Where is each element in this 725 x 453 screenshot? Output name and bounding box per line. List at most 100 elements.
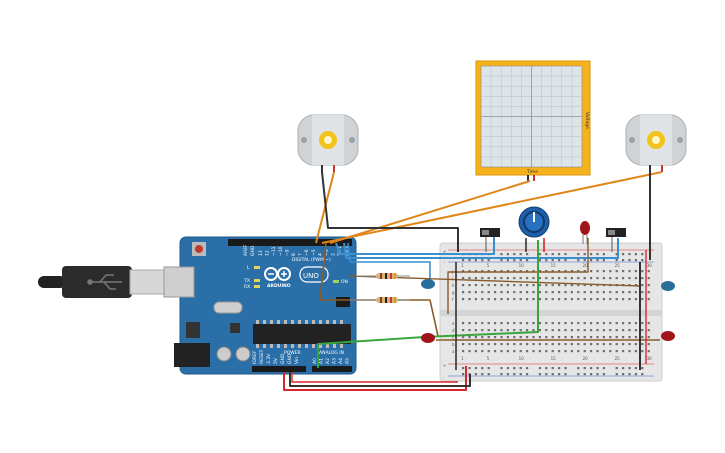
breadboard-rail-hole[interactable] <box>462 367 465 370</box>
oscilloscope[interactable]: Time Voltage <box>475 60 591 181</box>
breadboard-hole[interactable] <box>526 291 529 294</box>
breadboard-hole[interactable] <box>462 298 465 301</box>
breadboard-hole[interactable] <box>481 343 484 346</box>
breadboard-rail-hole[interactable] <box>634 373 637 376</box>
breadboard-rail-hole[interactable] <box>583 253 586 256</box>
breadboard-hole[interactable] <box>596 343 599 346</box>
breadboard-hole[interactable] <box>564 329 567 332</box>
breadboard-hole[interactable] <box>647 329 650 332</box>
breadboard-hole[interactable] <box>506 329 509 332</box>
breadboard-rail-hole[interactable] <box>526 373 529 376</box>
breadboard-hole[interactable] <box>583 270 586 273</box>
breadboard-rail-hole[interactable] <box>538 367 541 370</box>
breadboard-rail-hole[interactable] <box>468 367 471 370</box>
breadboard-hole[interactable] <box>628 322 631 325</box>
breadboard-rail-hole[interactable] <box>564 373 567 376</box>
breadboard-hole[interactable] <box>590 298 593 301</box>
breadboard-hole[interactable] <box>570 270 573 273</box>
breadboard-hole[interactable] <box>564 284 567 287</box>
breadboard-rail-hole[interactable] <box>481 259 484 262</box>
breadboard-hole[interactable] <box>532 343 535 346</box>
breadboard-rail-hole[interactable] <box>487 259 490 262</box>
breadboard-rail-hole[interactable] <box>558 259 561 262</box>
breadboard-hole[interactable] <box>564 350 567 353</box>
breadboard-hole[interactable] <box>519 284 522 287</box>
breadboard-hole[interactable] <box>519 343 522 346</box>
dc-motor-left[interactable] <box>297 114 359 172</box>
breadboard-rail-hole[interactable] <box>590 367 593 370</box>
breadboard-rail-hole[interactable] <box>500 253 503 256</box>
breadboard-hole[interactable] <box>615 350 618 353</box>
breadboard-rail-hole[interactable] <box>538 253 541 256</box>
breadboard-hole[interactable] <box>634 291 637 294</box>
breadboard-hole[interactable] <box>538 343 541 346</box>
breadboard-hole[interactable] <box>474 284 477 287</box>
breadboard-hole[interactable] <box>532 284 535 287</box>
breadboard-hole[interactable] <box>474 336 477 339</box>
breadboard-hole[interactable] <box>506 284 509 287</box>
breadboard-hole[interactable] <box>634 329 637 332</box>
breadboard-rail-hole[interactable] <box>628 367 631 370</box>
breadboard-hole[interactable] <box>647 322 650 325</box>
breadboard-hole[interactable] <box>551 322 554 325</box>
breadboard-hole[interactable] <box>462 336 465 339</box>
breadboard-hole[interactable] <box>622 322 625 325</box>
breadboard-hole[interactable] <box>609 277 612 280</box>
breadboard-hole[interactable] <box>513 329 516 332</box>
breadboard-hole[interactable] <box>570 277 573 280</box>
breadboard-hole[interactable] <box>615 329 618 332</box>
breadboard-hole[interactable] <box>647 291 650 294</box>
breadboard-rail-hole[interactable] <box>551 253 554 256</box>
breadboard-hole[interactable] <box>634 277 637 280</box>
breadboard-hole[interactable] <box>474 291 477 294</box>
breadboard-rail-hole[interactable] <box>622 259 625 262</box>
breadboard-hole[interactable] <box>481 329 484 332</box>
breadboard-hole[interactable] <box>577 329 580 332</box>
breadboard-hole[interactable] <box>519 322 522 325</box>
breadboard-rail-hole[interactable] <box>545 373 548 376</box>
breadboard-rail-hole[interactable] <box>545 367 548 370</box>
breadboard-hole[interactable] <box>545 329 548 332</box>
breadboard-hole[interactable] <box>590 322 593 325</box>
breadboard-hole[interactable] <box>628 270 631 273</box>
breadboard-rail-hole[interactable] <box>519 367 522 370</box>
breadboard-hole[interactable] <box>590 329 593 332</box>
breadboard-hole[interactable] <box>558 270 561 273</box>
breadboard-hole[interactable] <box>468 270 471 273</box>
led-red-top[interactable] <box>580 221 590 244</box>
breadboard-hole[interactable] <box>558 298 561 301</box>
breadboard-hole[interactable] <box>462 277 465 280</box>
breadboard-hole[interactable] <box>487 277 490 280</box>
breadboard-hole[interactable] <box>577 284 580 287</box>
breadboard-hole[interactable] <box>551 336 554 339</box>
breadboard-hole[interactable] <box>468 343 471 346</box>
breadboard-rail-hole[interactable] <box>583 367 586 370</box>
breadboard-hole[interactable] <box>583 336 586 339</box>
usb-cable[interactable] <box>38 266 171 298</box>
breadboard-hole[interactable] <box>513 336 516 339</box>
breadboard-hole[interactable] <box>577 322 580 325</box>
breadboard-rail-hole[interactable] <box>641 253 644 256</box>
breadboard-hole[interactable] <box>583 298 586 301</box>
breadboard-hole[interactable] <box>577 277 580 280</box>
breadboard-rail-hole[interactable] <box>538 373 541 376</box>
breadboard-hole[interactable] <box>513 284 516 287</box>
breadboard-rail-hole[interactable] <box>500 367 503 370</box>
breadboard-hole[interactable] <box>583 284 586 287</box>
led-blue-right[interactable] <box>661 281 675 291</box>
breadboard-hole[interactable] <box>558 291 561 294</box>
breadboard-hole[interactable] <box>506 291 509 294</box>
breadboard-rail-hole[interactable] <box>628 253 631 256</box>
breadboard-rail-hole[interactable] <box>622 373 625 376</box>
breadboard-hole[interactable] <box>481 291 484 294</box>
breadboard-hole[interactable] <box>462 343 465 346</box>
breadboard-hole[interactable] <box>532 298 535 301</box>
breadboard-hole[interactable] <box>462 291 465 294</box>
breadboard-hole[interactable] <box>609 343 612 346</box>
breadboard-hole[interactable] <box>641 322 644 325</box>
breadboard-rail-hole[interactable] <box>513 259 516 262</box>
breadboard-hole[interactable] <box>538 329 541 332</box>
breadboard-rail-hole[interactable] <box>577 259 580 262</box>
breadboard-hole[interactable] <box>513 298 516 301</box>
breadboard-hole[interactable] <box>641 336 644 339</box>
